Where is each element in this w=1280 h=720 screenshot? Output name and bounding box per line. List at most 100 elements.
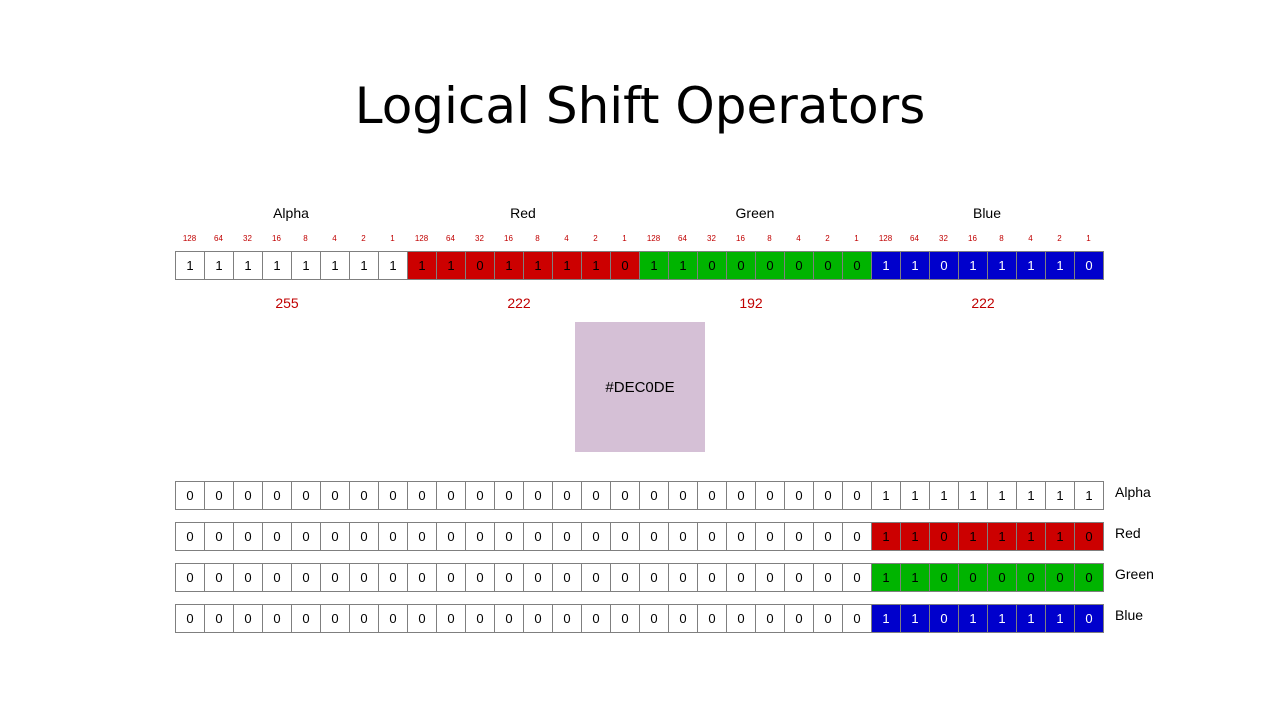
bit-cell: 1 — [900, 563, 930, 592]
bit-cell: 0 — [175, 563, 205, 592]
bit-cell: 0 — [291, 522, 321, 551]
bit-weight: 8 — [535, 234, 540, 243]
bit-weight: 4 — [564, 234, 569, 243]
bit-cell: 0 — [755, 522, 785, 551]
bit-cell: 1 — [900, 481, 930, 510]
bit-cell: 0 — [407, 481, 437, 510]
bit-cell: 0 — [639, 563, 669, 592]
bit-cell: 1 — [378, 251, 408, 280]
decimal-value-green: 192 — [739, 295, 763, 311]
bit-cell: 1 — [1074, 481, 1104, 510]
bit-cell: 0 — [262, 563, 292, 592]
bit-cell: 0 — [784, 522, 814, 551]
bit-cell: 1 — [958, 251, 988, 280]
bit-cell: 0 — [349, 522, 379, 551]
bit-cell: 0 — [726, 522, 756, 551]
bit-cell: 0 — [784, 251, 814, 280]
bit-cell: 0 — [813, 563, 843, 592]
bit-cell: 0 — [813, 604, 843, 633]
bit-weight: 8 — [303, 234, 308, 243]
bit-cell: 0 — [204, 604, 234, 633]
bit-cell: 0 — [320, 604, 350, 633]
bit-cell: 0 — [494, 604, 524, 633]
bit-weight: 1 — [854, 234, 859, 243]
bit-cell: 0 — [842, 604, 872, 633]
bit-weight: 128 — [878, 234, 893, 243]
bit-cell: 0 — [755, 604, 785, 633]
bit-cell: 0 — [842, 563, 872, 592]
bit-cell: 0 — [436, 604, 466, 633]
bit-cell: 1 — [639, 251, 669, 280]
bit-cell: 1 — [1045, 604, 1075, 633]
bit-cell: 0 — [465, 251, 495, 280]
shifted-row-label-blue: Blue — [1115, 607, 1144, 623]
bit-cell: 0 — [407, 604, 437, 633]
bit-cell: 1 — [987, 604, 1017, 633]
bit-weight: 1 — [390, 234, 395, 243]
bit-cell: 0 — [436, 481, 466, 510]
bit-cell: 0 — [436, 563, 466, 592]
bit-cell: 0 — [233, 481, 263, 510]
bit-weight: 16 — [272, 234, 281, 243]
bit-cell: 0 — [842, 251, 872, 280]
bit-cell: 0 — [755, 251, 785, 280]
bit-cell: 1 — [987, 251, 1017, 280]
bit-cell: 1 — [552, 251, 582, 280]
bit-cell: 0 — [639, 481, 669, 510]
bit-cell: 0 — [668, 563, 698, 592]
bit-weight: 1 — [1086, 234, 1091, 243]
bit-cell: 0 — [552, 563, 582, 592]
bit-cell: 0 — [697, 251, 727, 280]
bit-cell: 0 — [233, 604, 263, 633]
bit-cell: 0 — [378, 522, 408, 551]
bit-cell: 0 — [523, 481, 553, 510]
bit-cell: 0 — [523, 604, 553, 633]
bit-weight: 2 — [593, 234, 598, 243]
bit-cell: 0 — [842, 522, 872, 551]
bit-weight: 32 — [707, 234, 716, 243]
bit-cell: 1 — [929, 481, 959, 510]
bit-cell: 0 — [378, 563, 408, 592]
bit-cell: 0 — [378, 481, 408, 510]
bit-cell: 1 — [523, 251, 553, 280]
bit-cell: 0 — [465, 481, 495, 510]
bit-cell: 0 — [755, 563, 785, 592]
bit-cell: 0 — [436, 522, 466, 551]
bit-cell: 0 — [494, 522, 524, 551]
bit-cell: 0 — [581, 481, 611, 510]
bit-weight: 8 — [999, 234, 1004, 243]
bit-cell: 1 — [987, 522, 1017, 551]
bit-weight: 32 — [475, 234, 484, 243]
bit-cell: 0 — [639, 522, 669, 551]
bit-cell: 0 — [668, 522, 698, 551]
bit-cell: 0 — [407, 522, 437, 551]
bit-weight: 2 — [1057, 234, 1062, 243]
bit-cell: 1 — [871, 563, 901, 592]
bit-cell: 0 — [349, 604, 379, 633]
bit-cell: 1 — [175, 251, 205, 280]
bit-cell: 1 — [233, 251, 263, 280]
bit-cell: 0 — [697, 481, 727, 510]
bit-cell: 0 — [813, 481, 843, 510]
bit-weight: 64 — [678, 234, 687, 243]
bit-cell: 0 — [552, 604, 582, 633]
bit-cell: 0 — [610, 563, 640, 592]
bit-cell: 0 — [639, 604, 669, 633]
bit-cell: 0 — [552, 481, 582, 510]
bit-cell: 0 — [523, 522, 553, 551]
bit-cell: 0 — [987, 563, 1017, 592]
bit-cell: 1 — [871, 604, 901, 633]
bit-cell: 1 — [900, 251, 930, 280]
bit-cell: 0 — [610, 522, 640, 551]
bit-cell: 0 — [175, 481, 205, 510]
bit-cell: 0 — [204, 481, 234, 510]
bit-weight: 64 — [214, 234, 223, 243]
bit-cell: 0 — [407, 563, 437, 592]
bit-cell: 0 — [842, 481, 872, 510]
bit-cell: 0 — [1016, 563, 1046, 592]
bit-cell: 0 — [581, 522, 611, 551]
bit-weight: 16 — [736, 234, 745, 243]
bit-cell: 1 — [320, 251, 350, 280]
